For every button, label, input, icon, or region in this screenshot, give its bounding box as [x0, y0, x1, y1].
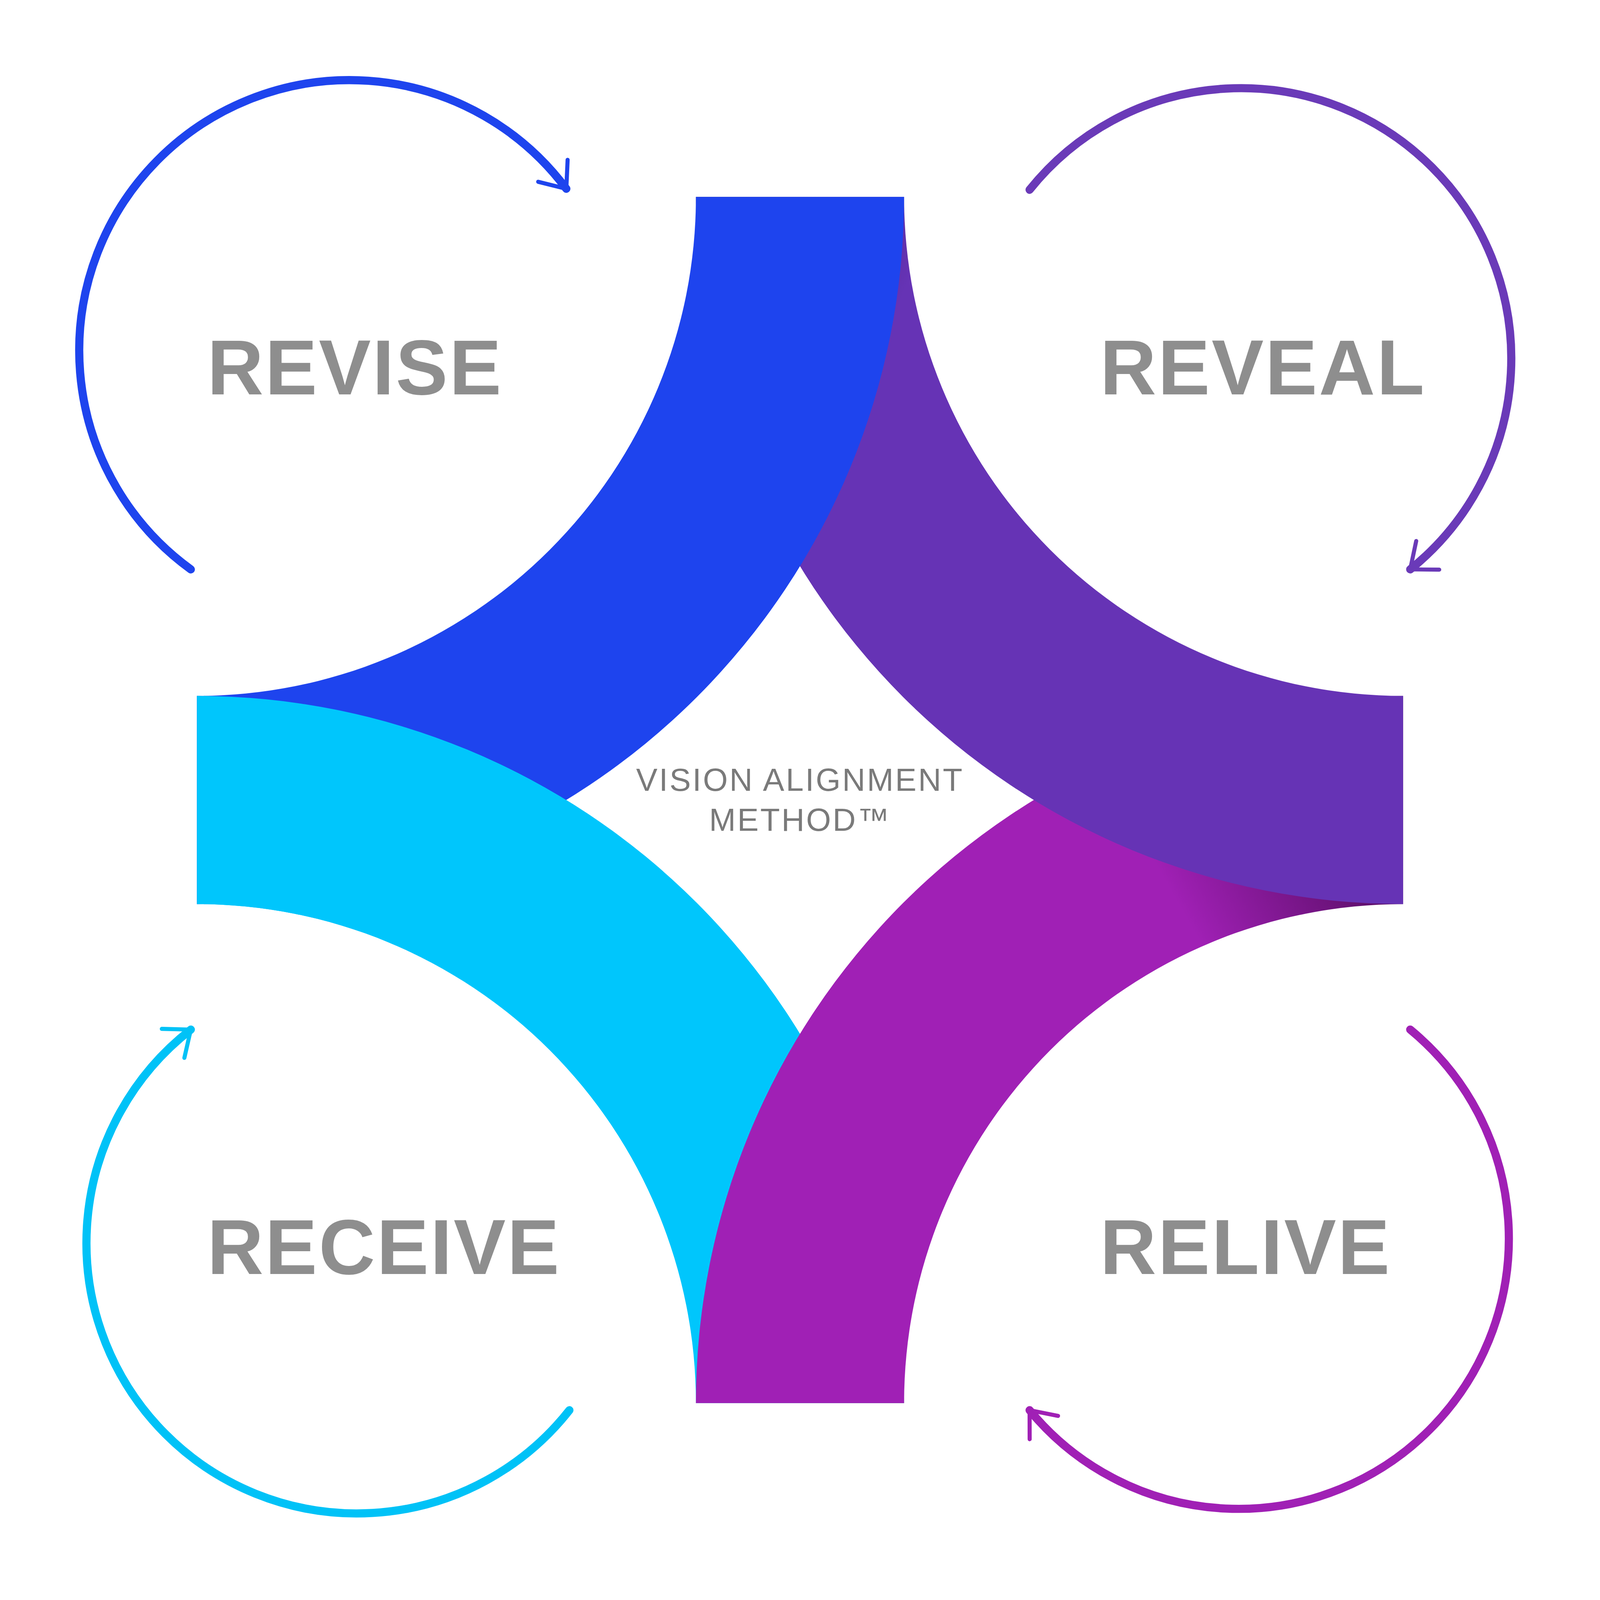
stage-label: RECEIVE — [207, 1204, 561, 1290]
stage-holder: REVISE — [207, 324, 503, 411]
stage-holder: RECEIVE — [207, 1204, 561, 1290]
diagram-title: VISION ALIGNMENT METHOD™ — [600, 760, 1000, 840]
title-holder: VISION ALIGNMENT METHOD™ — [600, 760, 1000, 840]
stage-label: RELIVE — [1100, 1204, 1392, 1290]
stage-holder: RELIVE — [1100, 1204, 1392, 1290]
cycle-arrow — [86, 1029, 570, 1514]
stage-holder: REVEAL — [1100, 324, 1426, 411]
cycle-arrow — [1029, 88, 1512, 570]
stage-label: REVEAL — [1100, 324, 1426, 411]
cycle-arrow — [1029, 1029, 1509, 1509]
cyan-band-overlap — [196, 696, 664, 980]
cycle-arrow — [79, 80, 567, 570]
stage-label: REVISE — [207, 324, 503, 411]
